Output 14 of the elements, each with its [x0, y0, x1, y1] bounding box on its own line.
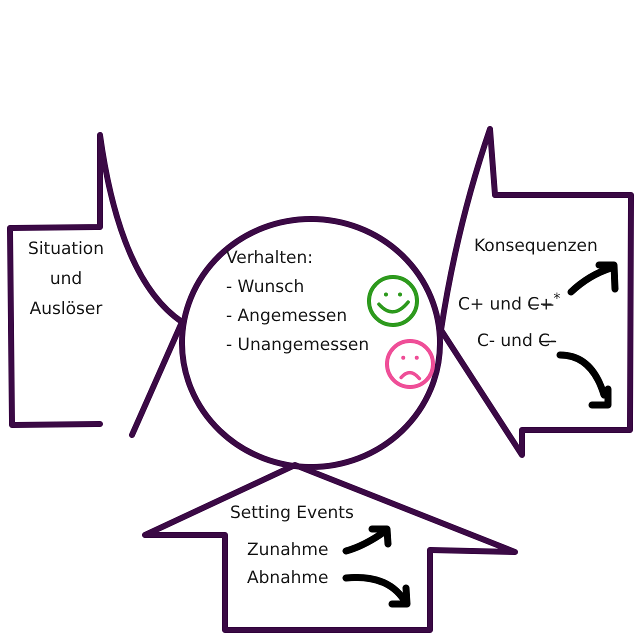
- consequence-label: C- und C̶-̶: [477, 330, 556, 352]
- trend-label: Zunahme: [247, 539, 328, 561]
- list-item: - Wunsch: [226, 276, 304, 298]
- node-label: Situation und Auslöser: [27, 238, 105, 321]
- trend-label: Abnahme: [247, 567, 328, 589]
- block-arrow: [437, 125, 637, 460]
- circle: [178, 215, 444, 471]
- heading: Verhalten:: [226, 247, 314, 269]
- block-arrow: [142, 460, 520, 636]
- list-item: - Angemessen: [226, 305, 348, 327]
- heading: Setting Events: [230, 502, 354, 524]
- consequence-label: C+ und C̶+̶$^{*}$: [458, 290, 560, 316]
- heading: Konsequenzen: [474, 235, 598, 257]
- list-item: - Unangemessen: [226, 334, 370, 356]
